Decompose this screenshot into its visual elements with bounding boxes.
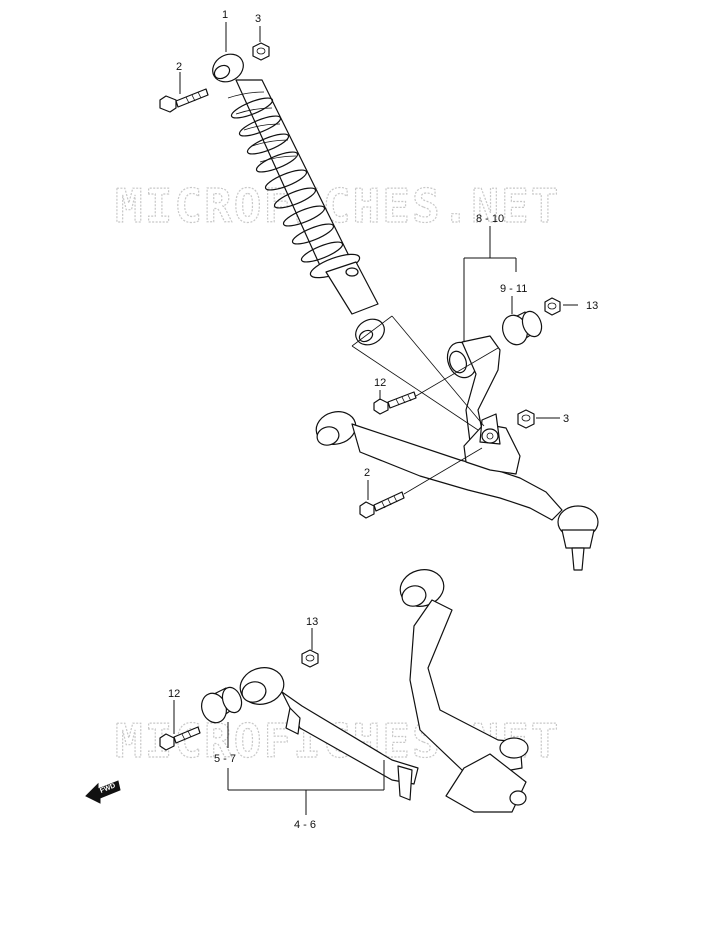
callout-part-8-10: 8 - 10 — [476, 213, 504, 225]
nut-13-upper — [544, 297, 561, 316]
callout-nut-13-upper: 13 — [586, 300, 598, 312]
callout-nut-top: 3 — [255, 13, 261, 25]
lower-arm-front — [315, 411, 599, 571]
bolt-12-lower — [159, 726, 201, 751]
leader-lines — [173, 22, 578, 815]
watermark-top: MICROFICHES.NET — [115, 179, 560, 233]
callout-bolt-12-lower: 12 — [168, 688, 180, 700]
alignment-lines — [351, 315, 499, 495]
callout-shock-absorber: 1 — [222, 9, 228, 21]
callout-part-5-7: 5 - 7 — [214, 753, 236, 765]
upper-arm — [446, 335, 501, 443]
bolt-top — [159, 88, 209, 113]
lower-arm-rear — [239, 569, 529, 813]
shock-absorber — [212, 53, 385, 346]
bushing-9-11 — [502, 310, 543, 346]
callout-nut-13-lower: 13 — [306, 616, 318, 628]
callout-bolt-12-mid: 12 — [374, 377, 386, 389]
callout-part-4-6: 4 - 6 — [294, 819, 316, 831]
bolt-2-lower — [359, 491, 405, 519]
callout-bolt-2-lower: 2 — [364, 467, 370, 479]
nut-3-mid — [517, 409, 535, 429]
bushing-5-7 — [201, 686, 243, 724]
nut-13-lower — [301, 649, 319, 668]
callout-nut-3-mid: 3 — [563, 413, 569, 425]
fwd-arrow-icon: FWD — [85, 780, 121, 804]
callout-part-9-11: 9 - 11 — [500, 283, 527, 295]
callout-bolt-top: 2 — [176, 61, 182, 73]
nut-top — [252, 42, 270, 61]
